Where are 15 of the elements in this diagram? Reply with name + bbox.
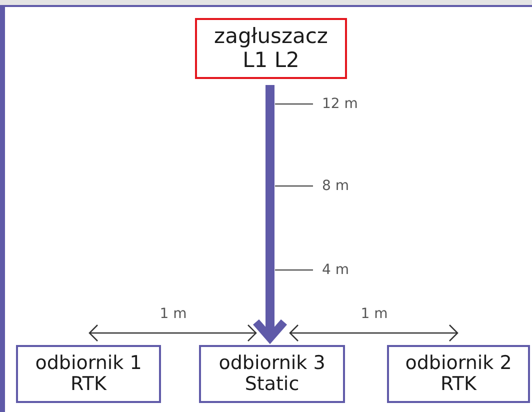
- node-text: odbiornik 2: [405, 353, 512, 374]
- node-text: Static: [244, 374, 300, 395]
- node-text: zagłuszacz: [214, 25, 328, 48]
- label-box: [195, 18, 347, 79]
- node-text: RTK: [440, 374, 476, 395]
- node-text: L1 L2: [242, 48, 300, 72]
- label-box: [199, 345, 345, 403]
- node-text: RTK: [70, 374, 106, 395]
- node-text: odbiornik 1: [35, 353, 142, 374]
- arrow: [252, 85, 288, 342]
- node-text: odbiornik 3: [218, 353, 326, 374]
- double-arrow: [88, 324, 257, 342]
- label-box: [387, 345, 530, 403]
- double-arrow: [289, 324, 458, 342]
- label-box: [16, 345, 161, 403]
